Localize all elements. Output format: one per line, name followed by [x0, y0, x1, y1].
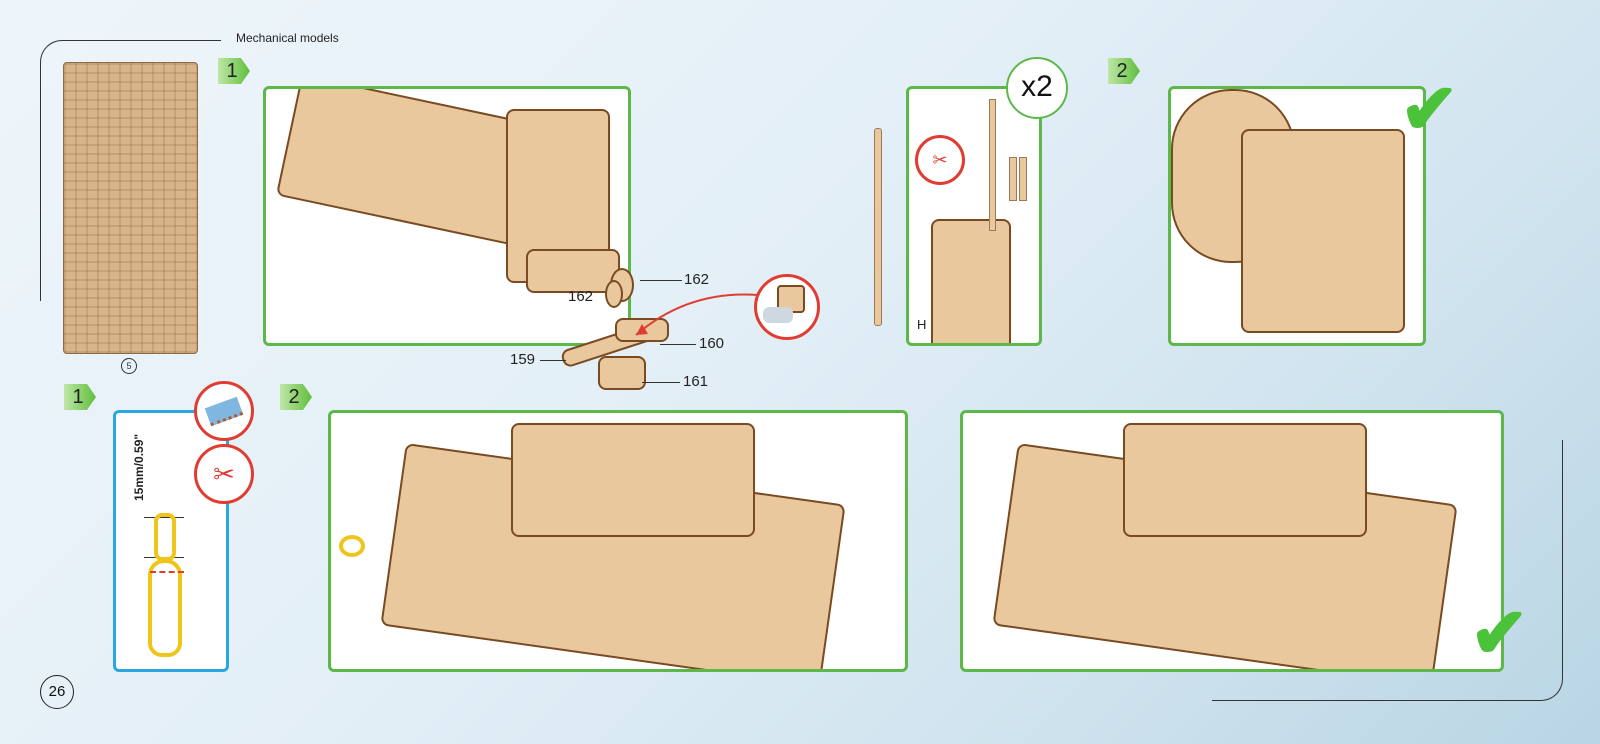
glue-icon	[754, 274, 820, 340]
toothpick-piece-image	[1009, 157, 1017, 201]
page-frame-bottom	[1212, 440, 1563, 701]
scissors-icon: ✂	[194, 444, 254, 504]
checkmark-icon: ✔	[1470, 594, 1529, 672]
hook-image	[339, 535, 365, 557]
page-frame-top	[40, 40, 221, 301]
checkmark-icon: ✔	[1400, 70, 1459, 148]
page-number: 26	[40, 675, 74, 709]
step-badge-1: 1	[218, 58, 250, 84]
parts-sheet-image	[63, 62, 198, 354]
locomotive-platform-image	[526, 249, 620, 293]
leader-line	[640, 280, 682, 281]
glue-pot-icon	[763, 307, 793, 323]
dimension-label: 15mm/0.59"	[132, 433, 146, 501]
hook-result-panel	[960, 410, 1504, 672]
toothpick-image	[874, 128, 882, 326]
dimension-line	[144, 517, 184, 518]
red-arrow	[635, 293, 759, 336]
step-badge-2: 2	[1108, 58, 1140, 84]
leader-line	[660, 344, 696, 345]
gauge-part-image	[931, 219, 1011, 343]
cutter-icon: ✂	[915, 135, 965, 185]
step-badge-1-bottom: 1	[64, 384, 96, 410]
part-162-wheel-left	[605, 280, 623, 308]
multiplier-badge: x2	[1006, 57, 1068, 119]
locomotive-cab-image	[1123, 423, 1367, 537]
sandpaper-icon	[194, 381, 254, 441]
hook-install-panel	[328, 410, 908, 672]
toothpick-image	[989, 99, 996, 231]
part-label-159: 159	[510, 351, 536, 368]
leader-line	[540, 360, 566, 361]
step1-assembly-panel	[263, 86, 631, 346]
sheet-number: 5	[121, 358, 137, 374]
toothpick-gauge-panel: ✂ H	[906, 86, 1042, 346]
step-badge-2-bottom: 2	[280, 384, 312, 410]
toothpick-piece-image	[1019, 157, 1027, 201]
cut-line	[150, 571, 184, 573]
part-label-162-right: 162	[684, 271, 710, 288]
leader-line	[642, 382, 680, 383]
part-161-image	[598, 356, 646, 390]
sandpaper-strip-icon	[204, 396, 244, 426]
step2-result-panel	[1168, 86, 1426, 346]
locomotive-cab-image	[1241, 129, 1405, 333]
gauge-label: H	[917, 317, 927, 332]
section-title: Mechanical models	[236, 31, 339, 45]
locomotive-cab-image	[511, 423, 755, 537]
part-label-161: 161	[683, 373, 709, 390]
part-label-162-left: 162	[568, 288, 594, 305]
wire-loop-image	[154, 513, 176, 561]
part-label-160: 160	[699, 335, 725, 352]
wire-loop-image	[148, 559, 182, 657]
